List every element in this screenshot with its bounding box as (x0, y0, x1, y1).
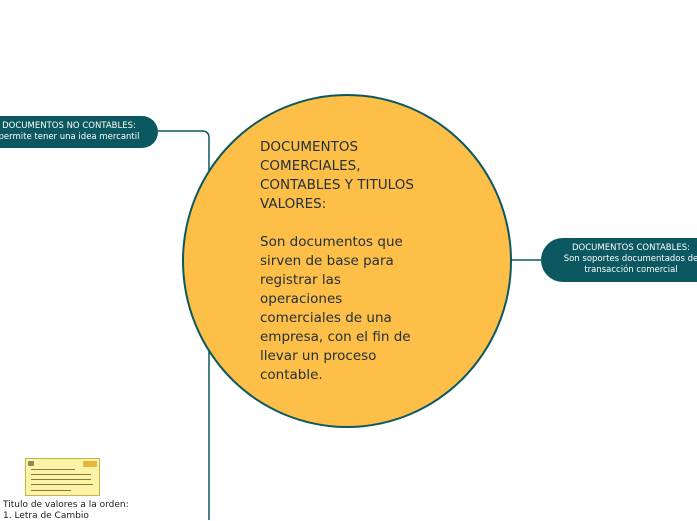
central-title-line: CONTABLES Y TITULOS (260, 176, 438, 195)
central-body-line: contable. (260, 366, 438, 385)
voucher-amount-box (83, 461, 97, 467)
connector-left-topic (158, 131, 209, 182)
central-body-line: sirven de base para (260, 252, 438, 271)
central-title-line: VALORES: (260, 195, 438, 214)
voucher-line (31, 469, 75, 470)
central-body-line: llevar un proceso (260, 347, 438, 366)
central-title-line: DOCUMENTOS (260, 138, 438, 157)
subtopic-item: 1. Letra de Cambio (3, 511, 129, 521)
central-body-line: operaciones (260, 290, 438, 309)
central-text-spacer (260, 214, 438, 233)
central-body-line: Son documentos que (260, 233, 438, 252)
subtopic-titulos-valores[interactable]: Titulo de valores a la orden: 1. Letra d… (3, 500, 129, 521)
topic-title: DOCUMENTOS NO CONTABLES: (0, 121, 158, 132)
voucher-stamp (28, 461, 34, 466)
topic-documentos-contables[interactable]: DOCUMENTOS CONTABLES: Son soportes docum… (541, 238, 697, 282)
bill-of-exchange-image (25, 458, 100, 496)
topic-documentos-no-contables[interactable]: DOCUMENTOS NO CONTABLES: permite tener u… (0, 116, 158, 148)
central-topic-text: DOCUMENTOS COMERCIALES, CONTABLES Y TITU… (260, 138, 438, 385)
central-body-line: registrar las (260, 271, 438, 290)
voucher-line (31, 484, 93, 485)
topic-description: transacción comercial (541, 265, 697, 276)
topic-description: Son soportes documentados de (541, 254, 697, 265)
topic-title: DOCUMENTOS CONTABLES: (541, 243, 697, 254)
voucher-line (31, 490, 71, 491)
subtopic-title: Titulo de valores a la orden: (3, 500, 129, 511)
central-title-line: COMERCIALES, (260, 157, 438, 176)
central-body-line: comerciales de una (260, 309, 438, 328)
topic-description: permite tener una idea mercantil (0, 132, 158, 143)
voucher-line (31, 479, 91, 480)
central-body-line: empresa, con el fin de (260, 328, 438, 347)
voucher-line (31, 474, 91, 475)
